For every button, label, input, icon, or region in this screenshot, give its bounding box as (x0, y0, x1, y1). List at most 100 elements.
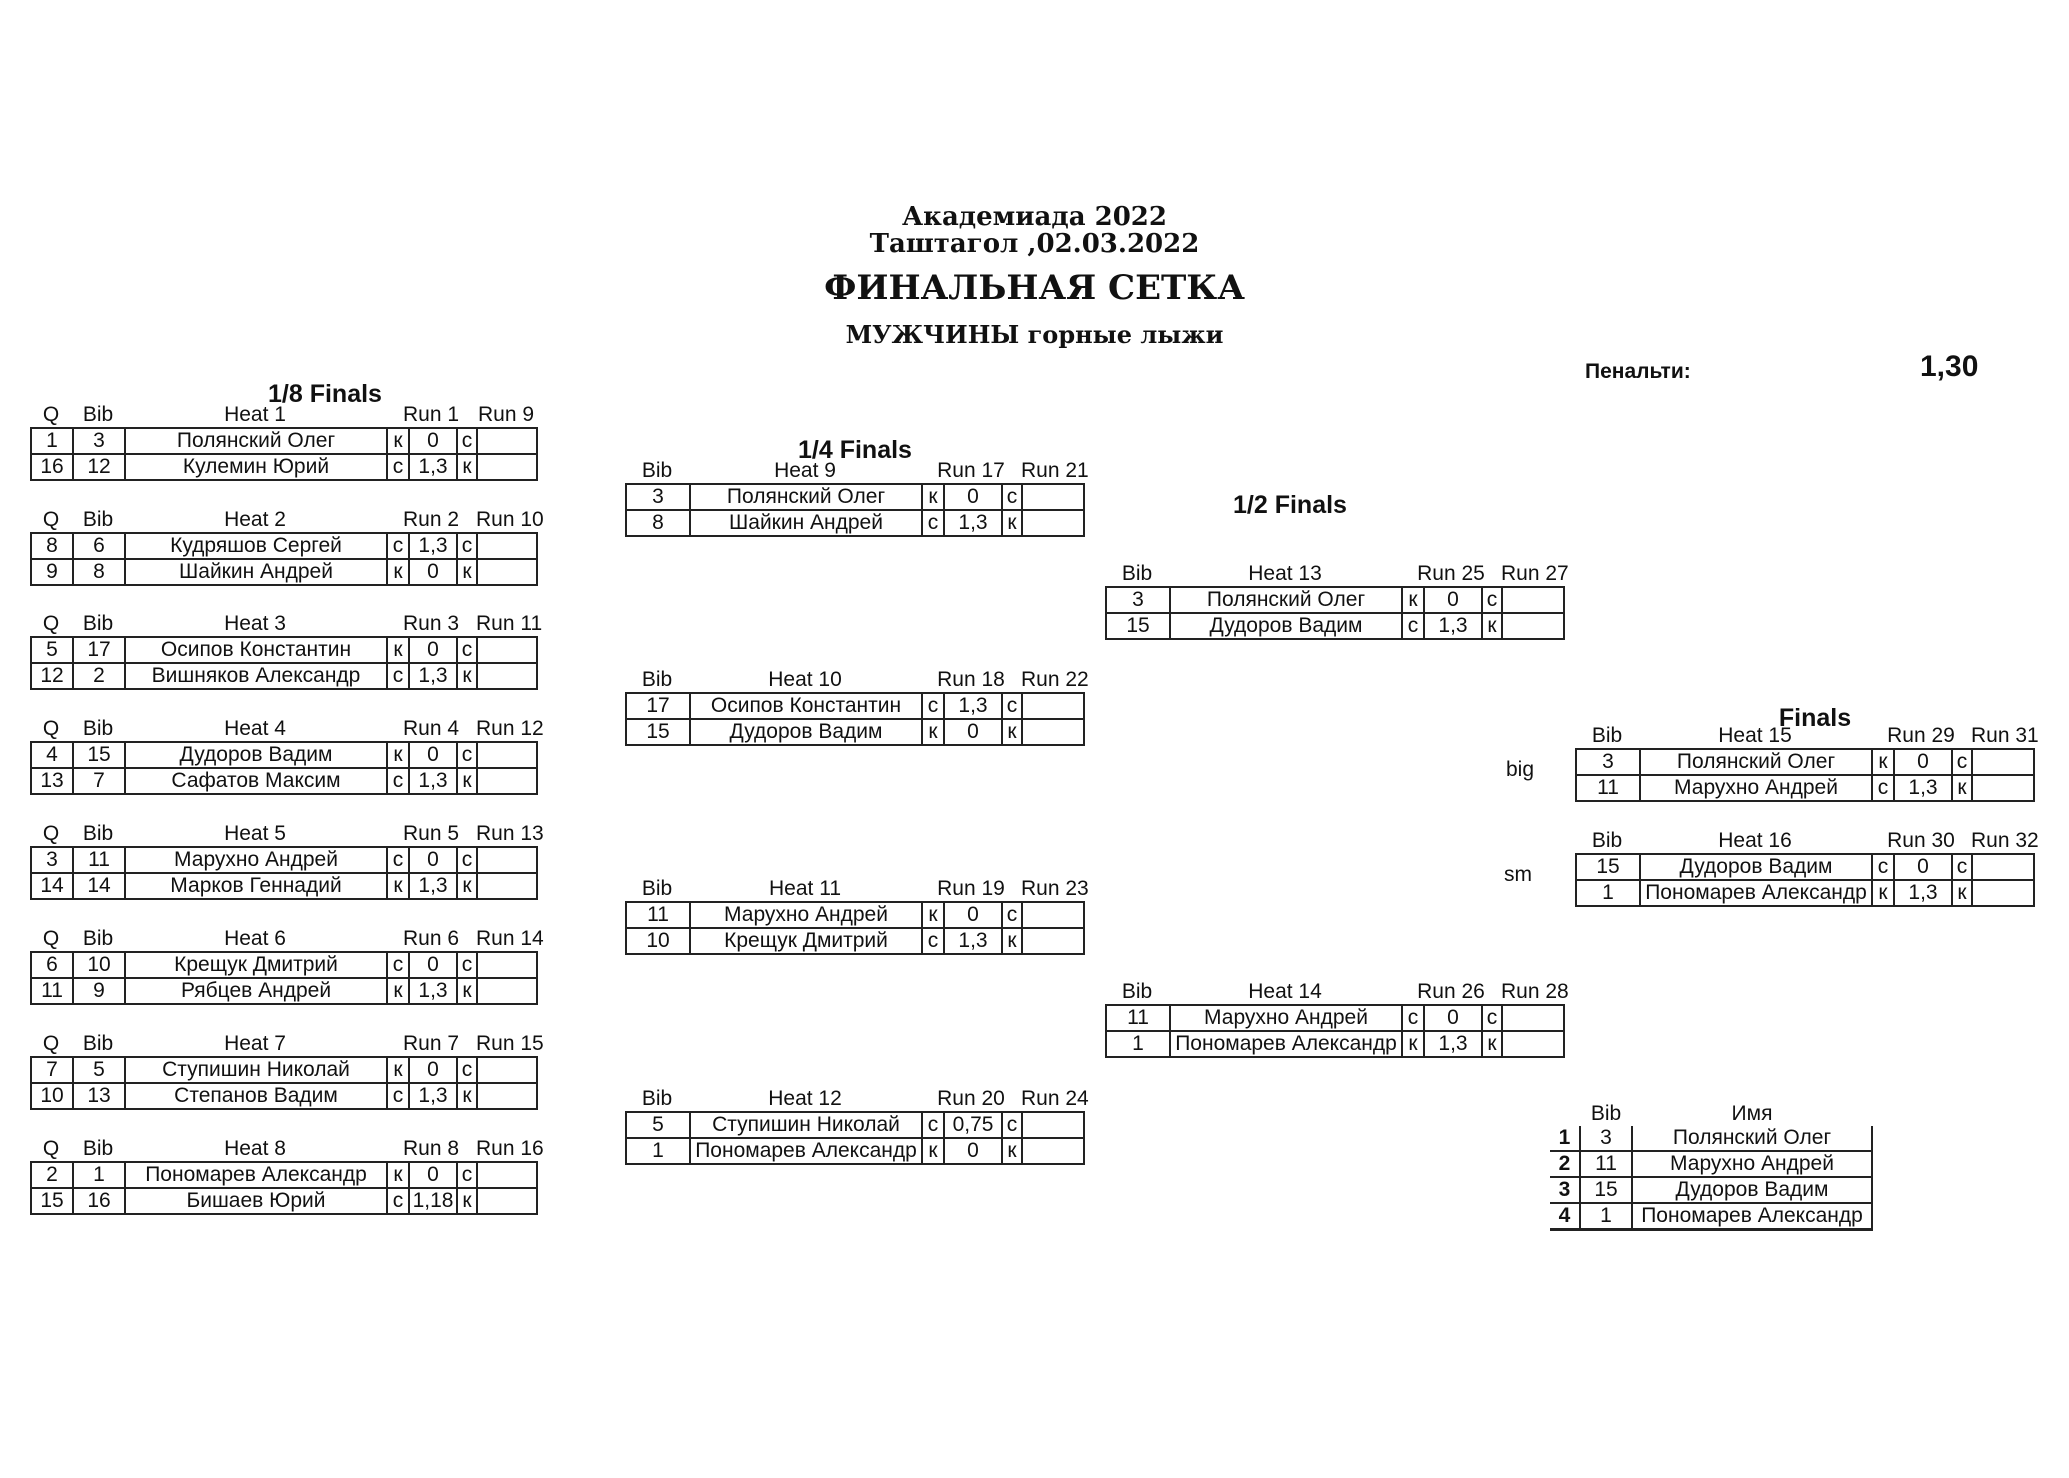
penalty-time-cell: 1,3 (943, 509, 1003, 537)
seed-cell: 13 (30, 767, 74, 795)
athlete-name-cell: Полянский Олег (124, 427, 388, 455)
run-a-header: Run 3 (402, 612, 460, 635)
round-title-r4: 1/4 Finals (798, 436, 912, 464)
penalty-time-cell: 0 (408, 951, 458, 979)
athlete-name-cell: Бишаев Юрий (124, 1187, 388, 1215)
run-b-header: Run 32 (1971, 829, 2039, 852)
bib-cell: 17 (72, 636, 126, 664)
seed-cell: 15 (30, 1187, 74, 1215)
seed-cell: 14 (30, 872, 74, 900)
heat-title: Heat 1 (224, 403, 286, 426)
athlete-name-cell: Марухно Андрей (1169, 1004, 1403, 1032)
bib-cell: 1 (72, 1161, 126, 1189)
penalty-time-cell: 1,3 (408, 872, 458, 900)
course-run-a-cell: с (1871, 853, 1895, 881)
result-cell (476, 558, 538, 586)
course-run-b-cell: с (1951, 748, 1973, 776)
q-header: Q (42, 1032, 60, 1055)
bib-header: Bib (1121, 980, 1153, 1003)
seed-cell: 1 (30, 427, 74, 455)
course-run-b-cell: к (1481, 1030, 1503, 1058)
penalty-time-cell: 1,3 (408, 1082, 458, 1110)
course-run-b-cell: с (456, 427, 478, 455)
course-run-a-cell: к (1871, 879, 1895, 907)
course-run-a-cell: к (386, 558, 410, 586)
course-run-a-cell: с (921, 1111, 945, 1139)
run-a-header: Run 8 (402, 1137, 460, 1160)
run-a-header: Run 17 (937, 459, 1005, 482)
run-a-header: Run 29 (1887, 724, 1955, 747)
q-header: Q (42, 612, 60, 635)
place-cell: 2 (1550, 1151, 1581, 1178)
penalty-time-cell: 0 (408, 1056, 458, 1084)
bib-cell: 3 (625, 483, 691, 511)
standings-name-header: Имя (1731, 1102, 1773, 1125)
seed-cell: 3 (30, 846, 74, 874)
run-a-header: Run 18 (937, 668, 1005, 691)
course-run-b-cell: к (1001, 718, 1023, 746)
athlete-name-cell: Марухно Андрей (124, 846, 388, 874)
athlete-name-cell: Ступишин Николай (689, 1111, 923, 1139)
athlete-name-cell: Степанов Вадим (124, 1082, 388, 1110)
course-run-b-cell: к (1481, 612, 1503, 640)
result-cell (1971, 774, 2035, 802)
bib-cell: 11 (1575, 774, 1641, 802)
course-run-a-cell: к (386, 427, 410, 455)
course-run-a-cell: с (386, 532, 410, 560)
seed-cell: 11 (30, 977, 74, 1005)
run-a-header: Run 2 (402, 508, 460, 531)
penalty-time-cell: 0 (408, 427, 458, 455)
penalty-time-cell: 0 (408, 636, 458, 664)
course-run-a-cell: к (1401, 586, 1425, 614)
athlete-name-cell: Кудряшов Сергей (124, 532, 388, 560)
result-cell (1021, 718, 1085, 746)
bib-cell: 1 (1580, 1203, 1633, 1231)
penalty-time-cell: 0,75 (943, 1111, 1003, 1139)
event-name: Академиада 2022 (902, 202, 1167, 232)
bib-cell: 10 (72, 951, 126, 979)
course-run-b-cell: к (456, 558, 478, 586)
run-a-header: Run 5 (402, 822, 460, 845)
bib-cell: 15 (1580, 1177, 1633, 1204)
run-a-header: Run 4 (402, 717, 460, 740)
q-header: Q (42, 1137, 60, 1160)
bib-cell: 1 (1105, 1030, 1171, 1058)
run-b-header: Run 21 (1021, 459, 1089, 482)
seed-cell: 10 (30, 1082, 74, 1110)
course-run-a-cell: с (386, 662, 410, 690)
course-run-a-cell: с (921, 927, 945, 955)
course-run-b-cell: с (1001, 692, 1023, 720)
course-run-b-cell: с (456, 1161, 478, 1189)
result-cell (476, 767, 538, 795)
run-b-header: Run 9 (477, 403, 535, 426)
result-cell (1971, 853, 2035, 881)
bib-cell: 10 (625, 927, 691, 955)
penalty-label: Пенальти: (1585, 360, 1691, 383)
run-b-header: Run 31 (1971, 724, 2039, 747)
course-run-b-cell: с (1951, 853, 1973, 881)
bib-cell: 15 (625, 718, 691, 746)
